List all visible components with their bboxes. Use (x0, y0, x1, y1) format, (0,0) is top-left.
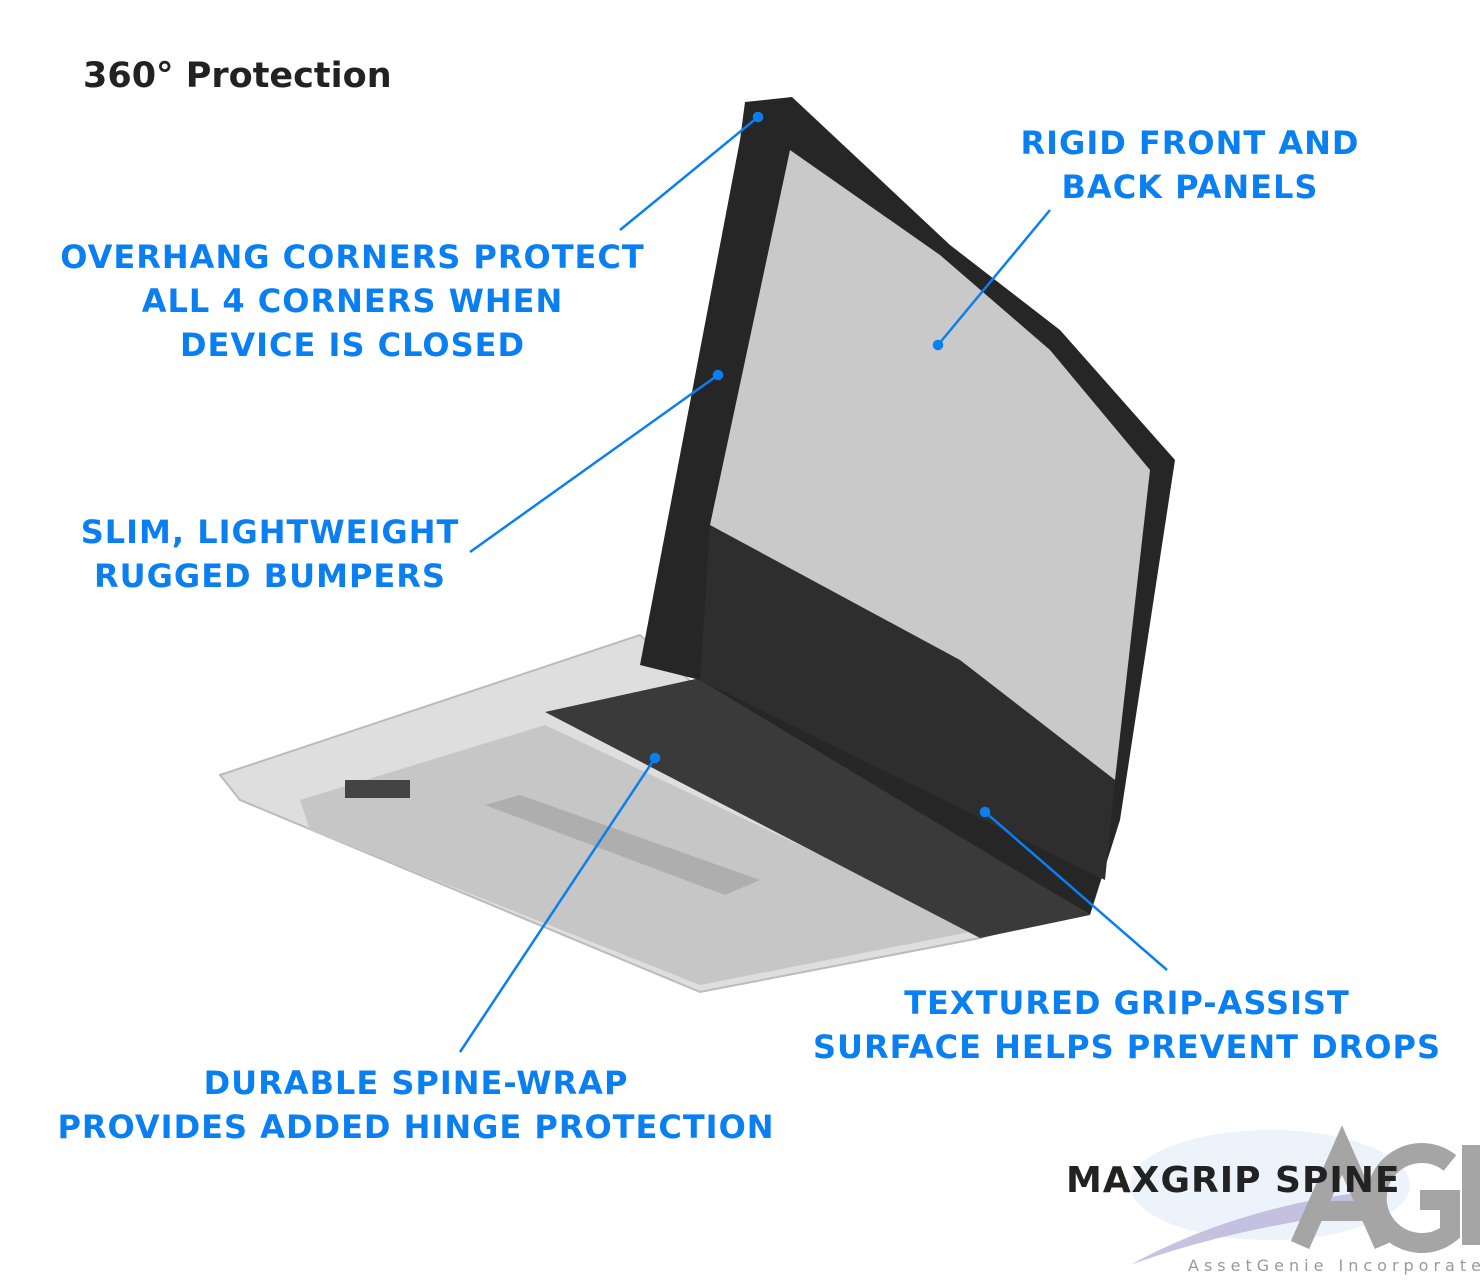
page-title: 360° Protection (83, 56, 392, 96)
leader-overhang (619, 116, 759, 231)
callout-line: OVERHANG CORNERS PROTECT (60, 238, 645, 276)
leader-dot (712, 369, 724, 381)
callout-overhang-corners: OVERHANG CORNERS PROTECT ALL 4 CORNERS W… (50, 235, 655, 367)
leader-dot (932, 339, 944, 351)
lid-panel (710, 150, 1150, 780)
leader-slim (469, 373, 719, 554)
base-label-strip (485, 795, 760, 895)
logo-company-name: AssetGenie Incorporated (1188, 1256, 1484, 1275)
leader-dot (979, 806, 991, 818)
leader-durable (458, 757, 657, 1053)
callout-line: RIGID FRONT AND (1020, 124, 1360, 162)
product-name: MAXGRIP SPINE (1066, 1160, 1401, 1201)
logo-agi-bar (1462, 1145, 1480, 1245)
callout-line: PROVIDES ADDED HINGE PROTECTION (57, 1108, 775, 1146)
leader-dot (752, 111, 764, 123)
callout-line: RUGGED BUMPERS (94, 557, 446, 595)
leader-textured (984, 811, 1168, 971)
base-port (345, 780, 410, 798)
callout-line: DURABLE SPINE-WRAP (203, 1064, 629, 1102)
leader-dot (649, 752, 661, 764)
leader-rigid (937, 209, 1051, 346)
callout-line: ALL 4 CORNERS WHEN (141, 282, 564, 320)
callout-line: SURFACE HELPS PREVENT DROPS (812, 1028, 1441, 1066)
callout-line: DEVICE IS CLOSED (179, 326, 526, 364)
callout-slim-bumpers: SLIM, LIGHTWEIGHT RUGGED BUMPERS (70, 510, 470, 598)
callout-spine-wrap: DURABLE SPINE-WRAP PROVIDES ADDED HINGE … (40, 1061, 792, 1149)
callout-line: TEXTURED GRIP-ASSIST (904, 984, 1350, 1022)
logo-agi-mark (1290, 1125, 1460, 1253)
lid-lower-band (700, 525, 1115, 880)
callout-textured-grip: TEXTURED GRIP-ASSIST SURFACE HELPS PREVE… (800, 981, 1454, 1069)
callout-rigid-panels: RIGID FRONT AND BACK PANELS (1000, 121, 1380, 209)
agi-logo: AssetGenie Incorporated (1130, 1125, 1484, 1275)
spine-wrap (545, 678, 1090, 938)
callout-line: BACK PANELS (1061, 168, 1319, 206)
callout-line: SLIM, LIGHTWEIGHT (80, 513, 460, 551)
